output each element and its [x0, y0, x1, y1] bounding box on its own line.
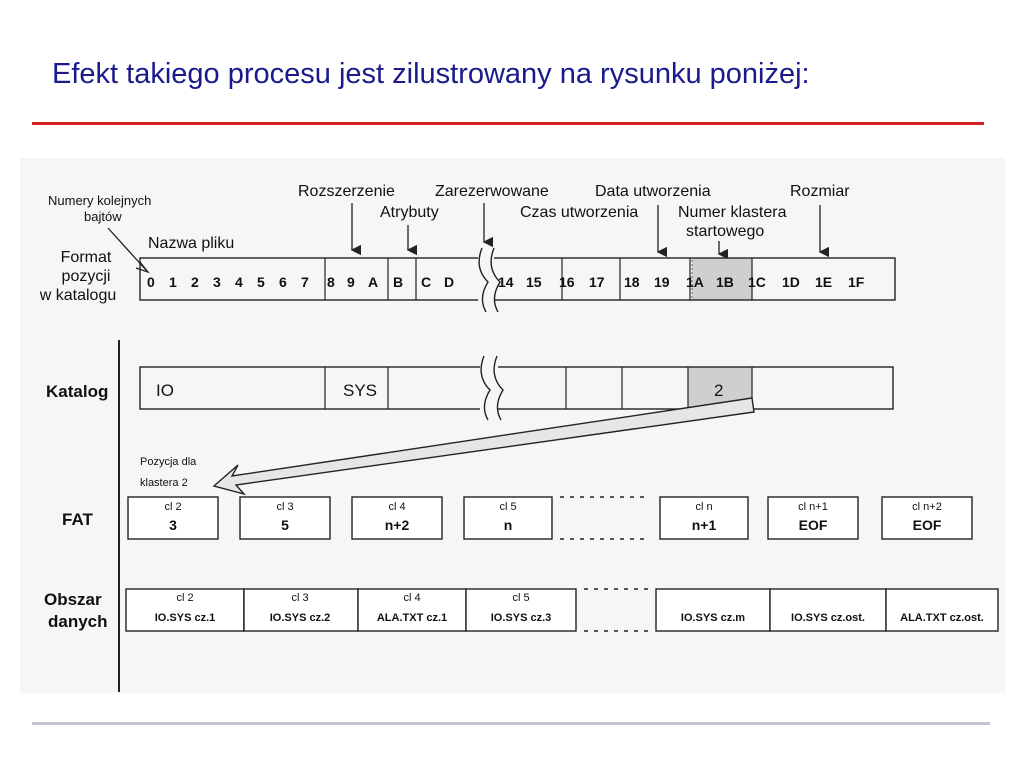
label-format-2: pozycji — [62, 268, 111, 285]
data-value-5: IO.SYS cz.ost. — [791, 612, 865, 624]
fat-cell-cl4 — [351, 496, 443, 540]
cluster-pointer-arrow — [212, 397, 755, 496]
data-value-2: ALA.TXT cz.1 — [377, 612, 447, 624]
label-byte-numbers-1: Numery kolejnych — [48, 193, 151, 208]
byte-2: 2 — [191, 274, 199, 290]
fat-value-0: 3 — [169, 517, 177, 533]
data-value-1: IO.SYS cz.2 — [270, 612, 331, 624]
data-head-1: cl 3 — [291, 592, 308, 604]
fat-value-5: EOF — [799, 517, 828, 533]
label-format-3: w katalogu — [39, 287, 117, 304]
label-size: Rozmiar — [790, 183, 850, 200]
byte-15: 15 — [526, 274, 542, 290]
data-area-row — [125, 588, 999, 632]
byte-7: 7 — [301, 274, 309, 290]
fat-value-3: n — [504, 517, 513, 533]
byte-9: 9 — [347, 274, 355, 290]
data-cell-clm — [655, 588, 771, 632]
slide-title: Efekt takiego procesu jest zilustrowany … — [52, 58, 810, 90]
pointer-label-2: klastera 2 — [140, 477, 188, 489]
data-value-6: ALA.TXT cz.ost. — [900, 612, 984, 624]
byte-numbers-pointer-head — [135, 261, 150, 274]
label-attributes: Atrybuty — [380, 204, 439, 221]
byte-3: 3 — [213, 274, 221, 290]
label-byte-numbers-2: bajtów — [84, 209, 122, 224]
pointer-label-1: Pozycja dla — [140, 456, 197, 468]
fat-head-3: cl 5 — [499, 501, 516, 513]
label-file-name: Nazwa pliku — [148, 235, 234, 252]
byte-4: 4 — [235, 274, 243, 290]
data-value-3: IO.SYS cz.3 — [491, 612, 552, 624]
fat-value-1: 5 — [281, 517, 289, 533]
byte-B: B — [393, 274, 403, 290]
fat-value-2: n+2 — [385, 517, 410, 533]
data-head-3: cl 5 — [512, 592, 529, 604]
format-row — [139, 247, 896, 313]
byte-D: D — [444, 274, 454, 290]
label-catalog: Katalog — [46, 382, 108, 401]
byte-1B: 1B — [716, 274, 734, 290]
data-value-0: IO.SYS cz.1 — [155, 612, 216, 624]
fat-head-6: cl n+2 — [912, 501, 942, 513]
byte-A: A — [368, 274, 378, 290]
catalog-start-cluster: 2 — [714, 381, 723, 400]
fat-value-6: EOF — [913, 517, 942, 533]
data-value-4: IO.SYS cz.m — [681, 612, 745, 624]
label-creation-date: Data utworzenia — [595, 183, 711, 200]
label-extension: Rozszerzenie — [298, 183, 395, 200]
data-head-2: cl 4 — [403, 592, 420, 604]
label-creation-time: Czas utworzenia — [520, 204, 638, 221]
byte-6: 6 — [279, 274, 287, 290]
fat-head-1: cl 3 — [276, 501, 293, 513]
fat-head-4: cl n — [695, 501, 712, 513]
byte-8: 8 — [327, 274, 335, 290]
fat-value-4: n+1 — [692, 517, 717, 533]
catalog-row — [139, 355, 894, 421]
fat-head-2: cl 4 — [388, 501, 405, 513]
byte-14: 14 — [498, 274, 514, 290]
byte-1A: 1A — [686, 274, 704, 290]
fat-cell-cl3 — [239, 496, 331, 540]
label-data-area-2: danych — [48, 612, 108, 631]
byte-1C: 1C — [748, 274, 766, 290]
byte-1F: 1F — [848, 274, 865, 290]
data-cell-cl5 — [465, 588, 577, 632]
catalog-file-name: IO — [156, 381, 174, 400]
data-cell-cl4 — [357, 588, 467, 632]
fat-cell-cln — [659, 496, 749, 540]
data-cell-cl2 — [125, 588, 245, 632]
data-cell-cl3 — [243, 588, 359, 632]
label-start-cluster-1: Numer klastera — [678, 204, 787, 221]
label-start-cluster-2: startowego — [686, 223, 764, 240]
label-data-area-1: Obszar — [44, 590, 102, 609]
byte-18: 18 — [624, 274, 640, 290]
data-cell-cln1 — [769, 588, 887, 632]
byte-1D: 1D — [782, 274, 800, 290]
byte-5: 5 — [257, 274, 265, 290]
label-fat: FAT — [62, 510, 93, 529]
label-reserved: Zarezerwowane — [435, 183, 549, 200]
catalog-extension: SYS — [343, 381, 377, 400]
fat-cell-cln1 — [767, 496, 859, 540]
fat-cell-cl5 — [463, 496, 553, 540]
label-format-1: Format — [61, 249, 112, 266]
byte-1E: 1E — [815, 274, 832, 290]
footer-rule — [32, 722, 990, 725]
data-cell-cln2 — [885, 588, 999, 632]
byte-1: 1 — [169, 274, 177, 290]
byte-19: 19 — [654, 274, 670, 290]
byte-0: 0 — [147, 274, 155, 290]
byte-C: C — [421, 274, 431, 290]
fat-head-0: cl 2 — [164, 501, 181, 513]
fat-row — [127, 496, 973, 540]
fat-cell-cln2 — [881, 496, 973, 540]
byte-16: 16 — [559, 274, 575, 290]
byte-17: 17 — [589, 274, 605, 290]
fat-head-5: cl n+1 — [798, 501, 828, 513]
data-head-0: cl 2 — [176, 592, 193, 604]
title-underline — [32, 122, 984, 125]
fat-cell-cl2 — [127, 496, 219, 540]
